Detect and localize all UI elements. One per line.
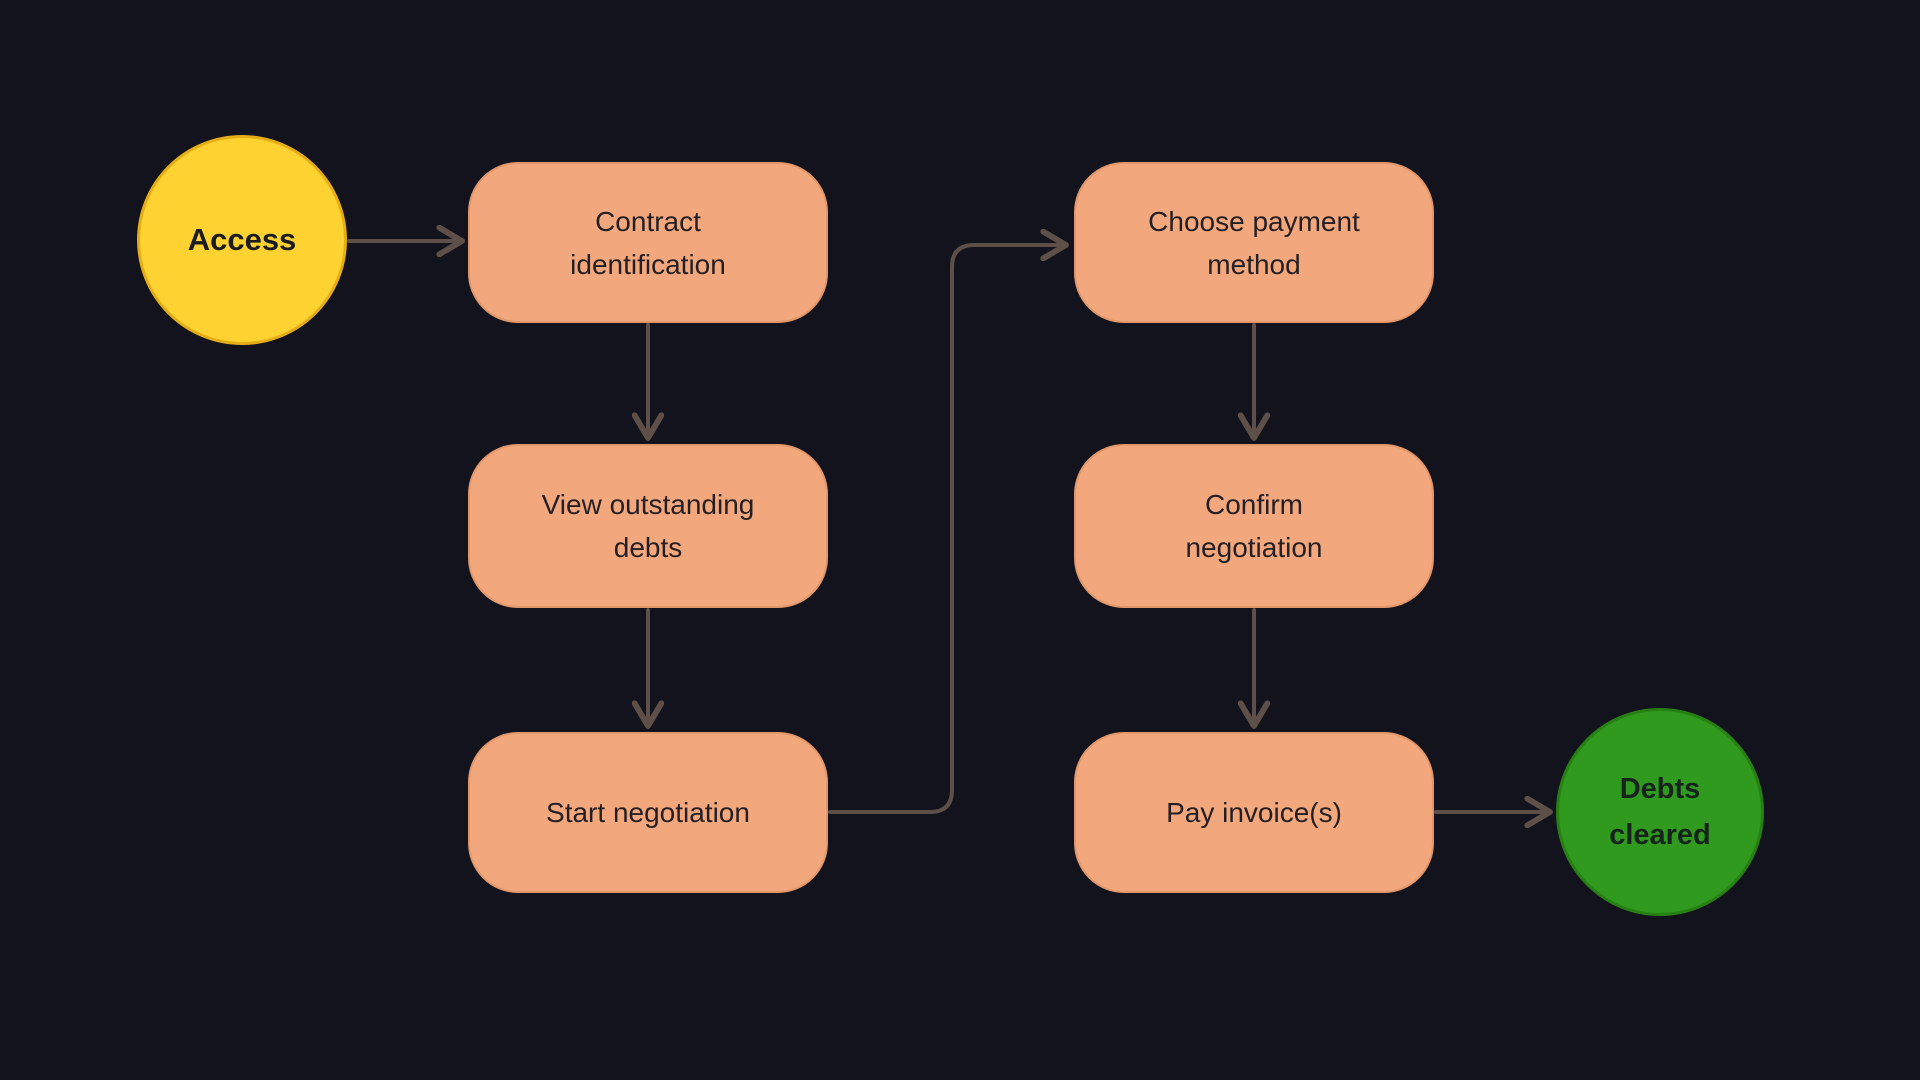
node-pay-invoices-label: Pay invoice(s) (1166, 797, 1342, 828)
node-confirm-negotiation-label: Confirm negotiation (1185, 489, 1323, 563)
node-choose-payment-method-label: Choose payment method (1148, 205, 1360, 280)
node-start-negotiation: Start negotiation (468, 732, 828, 893)
node-confirm-negotiation: Confirm negotiation (1074, 444, 1434, 608)
node-debts-cleared-label: Debts cleared (1609, 773, 1711, 851)
node-access: Access (137, 135, 347, 345)
node-view-outstanding-debts: View outstanding debts (468, 444, 828, 608)
node-choose-payment-method: Choose payment method (1074, 162, 1434, 323)
node-view-outstanding-debts-label: View outstanding debts (541, 489, 755, 563)
node-access-label: Access (187, 222, 297, 257)
node-debts-cleared: Debts cleared (1556, 708, 1764, 916)
node-contract-identification: Contract identification (468, 162, 828, 323)
edge-start-negotiation-to-choose-payment-method (828, 245, 1062, 814)
node-contract-identification-label: Contract identification (570, 205, 726, 280)
node-start-negotiation-label: Start negotiation (546, 797, 750, 828)
node-pay-invoices: Pay invoice(s) (1074, 732, 1434, 893)
